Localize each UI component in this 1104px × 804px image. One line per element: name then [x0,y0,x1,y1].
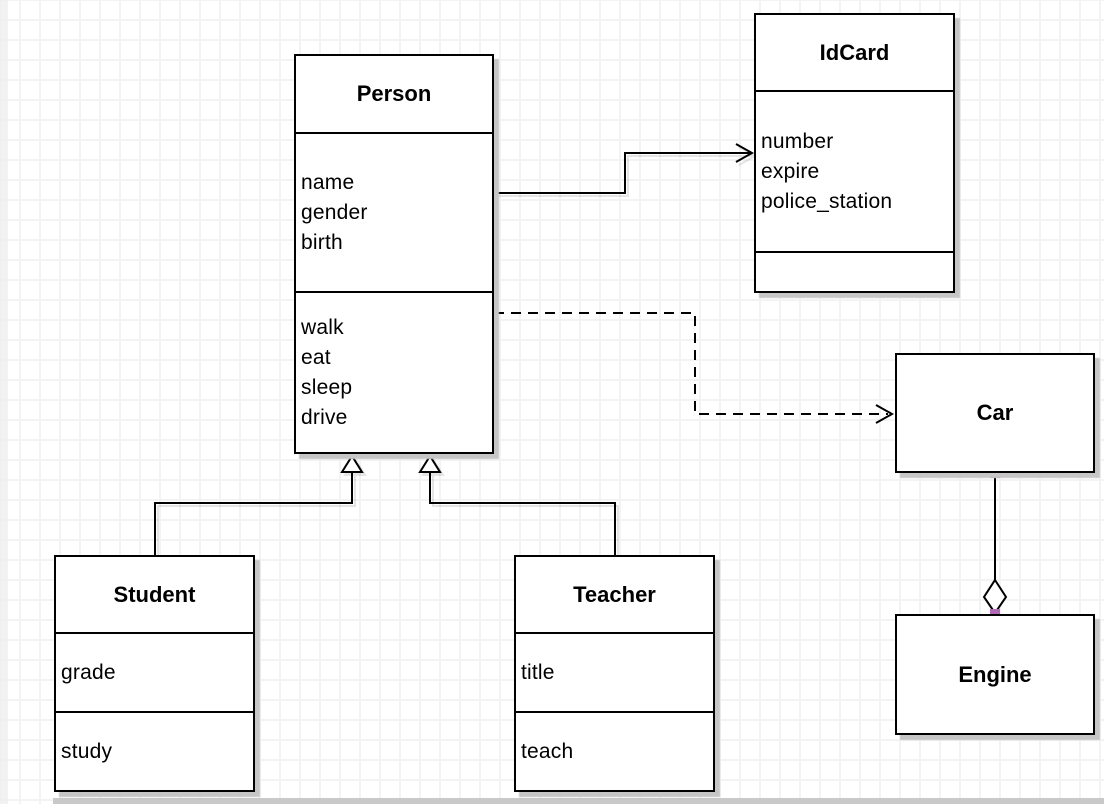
edge-person-idcard-association[interactable] [494,143,755,194]
class-engine[interactable]: Engine [895,614,1095,735]
class-car-title: Car [976,400,1014,425]
edge-car-engine-aggregation[interactable] [982,468,1008,619]
attribute-item: birth [301,230,343,254]
attribute-item: gender [301,200,368,224]
method-item: drive [301,405,348,429]
attribute-item: title [521,660,555,684]
method-item: study [61,739,113,763]
class-person-title: Person [296,56,492,134]
class-person-methods: walk eat sleep drive [296,293,492,452]
class-student-attributes: grade [56,634,253,713]
hollow-triangle-icon [418,454,442,473]
class-engine-title: Engine [958,661,1032,687]
class-idcard-attributes: number expire police_station [756,92,953,253]
class-car[interactable]: Car [895,353,1095,473]
method-item: teach [521,739,574,763]
hollow-triangle-icon [340,454,364,473]
class-student-title: Student [56,557,253,634]
page-bottom-shadow [53,798,1104,804]
class-person-attributes: name gender birth [296,134,492,293]
class-teacher-title: Teacher [516,557,713,634]
class-student[interactable]: Student grade study [54,555,255,792]
class-teacher-methods: teach [516,713,713,790]
attribute-item: grade [61,660,116,684]
class-student-methods: study [56,713,253,790]
attribute-item: name [301,170,355,194]
hollow-diamond-icon [982,578,1008,615]
method-item: walk [301,315,344,339]
class-teacher[interactable]: Teacher title teach [514,555,715,792]
attribute-item: expire [761,159,820,183]
class-idcard-title: IdCard [756,15,953,92]
attribute-item: number [761,129,834,153]
edge-person-car-dependency[interactable] [494,312,895,424]
class-idcard[interactable]: IdCard number expire police_station [754,13,955,293]
class-person[interactable]: Person name gender birth walk eat sleep … [294,54,494,454]
method-item: eat [301,345,331,369]
attribute-item: police_station [761,189,893,213]
method-item: sleep [301,375,353,399]
class-idcard-methods [756,253,953,291]
class-teacher-attributes: title [516,634,713,713]
open-arrowhead-icon [735,143,755,163]
edge-student-person-generalization[interactable] [154,454,364,555]
page-left-edge [0,0,8,804]
edge-teacher-person-generalization[interactable] [418,454,616,555]
open-arrowhead-icon [875,404,895,424]
